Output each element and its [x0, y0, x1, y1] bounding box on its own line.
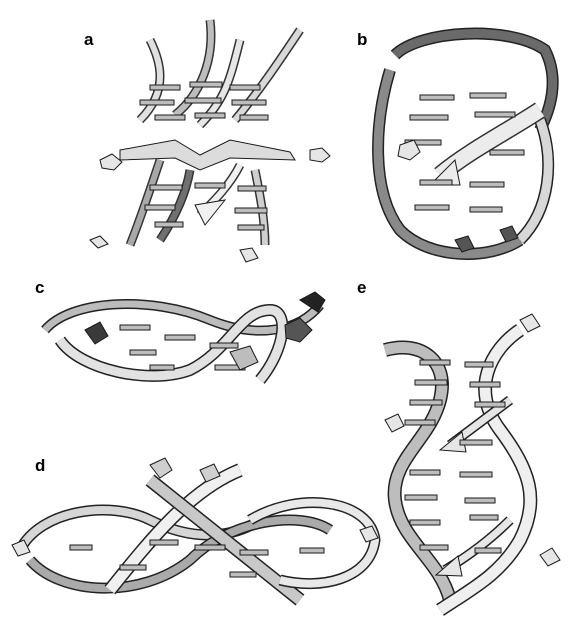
- structure-e: [0, 0, 570, 623]
